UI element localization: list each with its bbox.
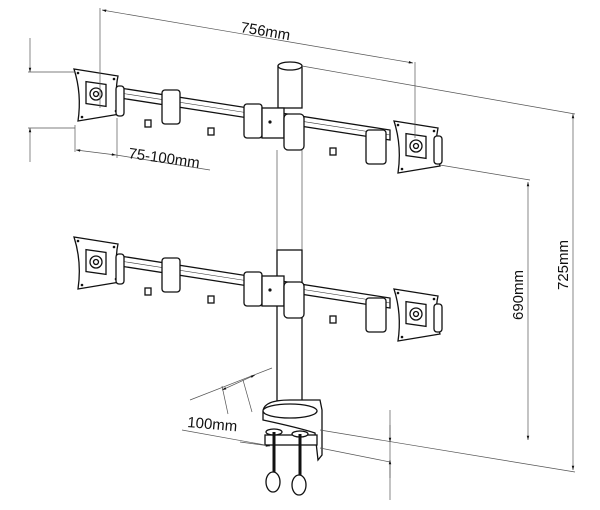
label-total-height: 725mm (555, 240, 572, 290)
dimension-plate-height (28, 38, 75, 162)
label-arm-span: 756mm (239, 19, 291, 44)
dimension-heights: 690mm 725mm (301, 65, 576, 473)
clamp-knob-ring (265, 471, 281, 493)
desk-clamp (262, 399, 323, 496)
label-vesa: 75-100mm (127, 145, 200, 172)
label-clamp-offset: 100mm (187, 414, 238, 435)
label-lower-height: 690mm (510, 270, 527, 320)
dimension-clamp-offset: 100mm (181, 367, 273, 447)
dimension-vesa: 75-100mm (74, 118, 211, 172)
lower-arm (74, 237, 442, 341)
clamp-knob-ring (291, 474, 307, 496)
